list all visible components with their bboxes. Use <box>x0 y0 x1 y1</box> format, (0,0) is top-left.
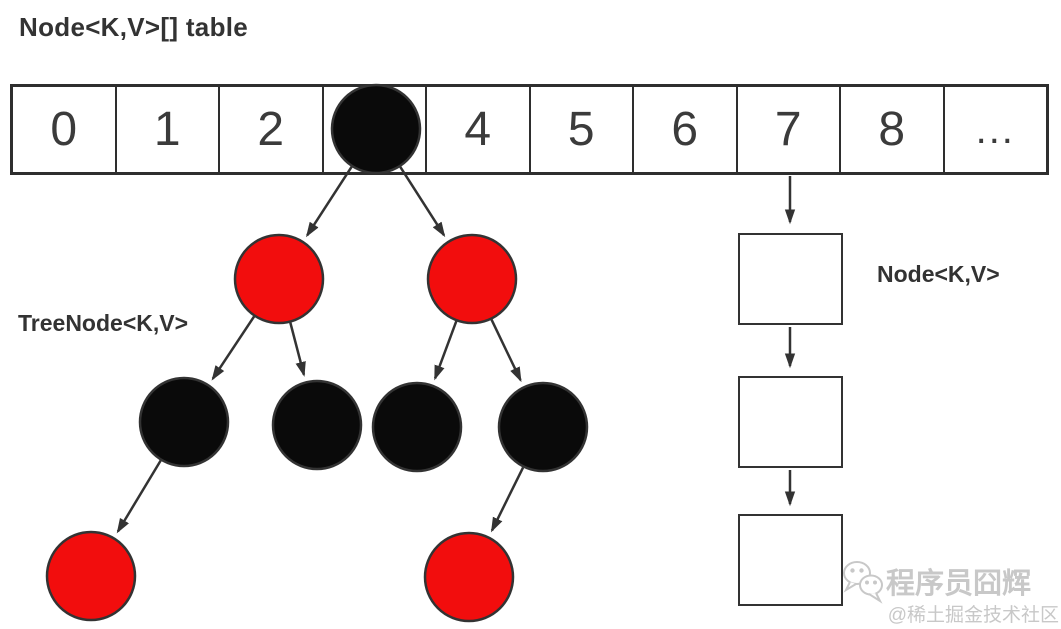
tree-node-right-right-black <box>497 381 589 473</box>
tree-edge-root-to-left <box>305 166 353 238</box>
list-node-box-1 <box>738 233 843 325</box>
array-cell-6: 6 <box>634 87 738 172</box>
list-node-box-2 <box>738 376 843 468</box>
treenode-type-label: TreeNode<K,V> <box>18 310 189 336</box>
wechat-icon <box>843 561 883 604</box>
tree-edge-left-to-left-right <box>289 322 306 377</box>
tree-node-left-left-left-red <box>45 530 137 622</box>
tree-edge-right-to-right-left <box>433 320 458 381</box>
array-cell-ellipsis: ... <box>945 87 1047 172</box>
tree-edge-right-to-right-right <box>490 319 522 383</box>
array-cell-8-label: 8 <box>878 102 906 156</box>
tree-node-right-right-left-red <box>423 531 515 623</box>
array-cell-1-label: 1 <box>153 102 181 156</box>
tree-edge-right-right-to-right-right-left <box>490 466 525 533</box>
hash-table-array: 0 1 2 4 5 6 7 8 ... <box>10 84 1049 175</box>
wechat-eye <box>850 568 855 573</box>
array-cell-0: 0 <box>13 87 117 172</box>
wechat-bubble-small-tail <box>868 592 883 604</box>
array-cell-6-label: 6 <box>671 102 699 156</box>
tree-edge-left-left-to-left-left-left <box>116 459 162 534</box>
wechat-bubble-small <box>859 574 883 596</box>
tree-node-left-left-black <box>138 376 230 468</box>
array-cell-7-label: 7 <box>774 102 802 156</box>
array-cell-2: 2 <box>220 87 324 172</box>
array-cell-5-label: 5 <box>567 102 595 156</box>
watermark-name: 程序员囧辉 <box>886 568 1032 600</box>
wechat-bubble-large-tail <box>843 581 857 593</box>
listnode-type-label: Node<K,V> <box>877 261 1000 287</box>
watermark-community: @稀土掘金技术社区 <box>887 605 1059 626</box>
page-title: Node<K,V>[] table <box>19 12 249 42</box>
array-cell-5: 5 <box>531 87 634 172</box>
array-cell-4-label: 4 <box>464 102 492 156</box>
watermark: 程序员囧辉 @稀土掘金技术社区 <box>840 554 1061 626</box>
tree-node-left-red <box>233 233 325 325</box>
wechat-eye <box>865 580 869 585</box>
tree-edge-root-to-right <box>399 166 446 238</box>
array-cell-3-tree-bucket <box>324 87 427 172</box>
array-cell-4: 4 <box>427 87 531 172</box>
tree-node-right-red <box>426 233 518 325</box>
wechat-eye <box>873 580 877 585</box>
array-cell-ellipsis-label: ... <box>975 107 1015 152</box>
list-node-box-3 <box>738 514 843 606</box>
tree-node-right-left-black <box>371 381 463 473</box>
array-cell-7-list-bucket: 7 <box>738 87 841 172</box>
array-cell-2-label: 2 <box>257 102 285 156</box>
array-cell-8: 8 <box>841 87 945 172</box>
tree-node-left-right-black <box>271 379 363 471</box>
array-cell-0-label: 0 <box>50 102 78 156</box>
wechat-eye <box>859 568 864 573</box>
array-cell-1: 1 <box>117 87 220 172</box>
tree-edge-left-to-left-left <box>211 315 256 381</box>
